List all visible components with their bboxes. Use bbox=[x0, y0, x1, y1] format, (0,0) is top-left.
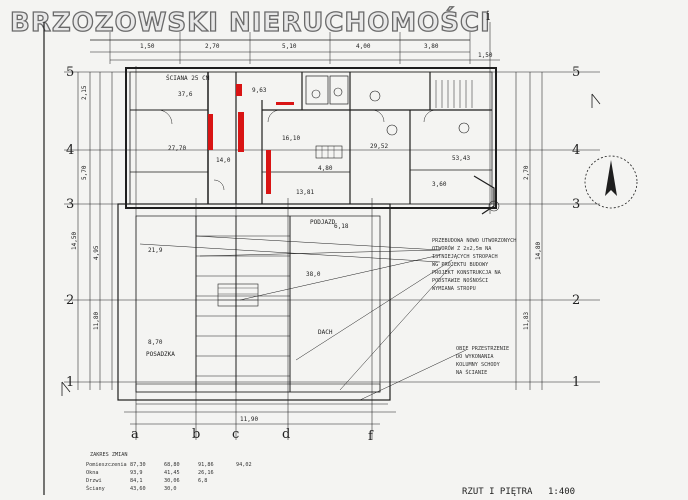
note-line: WG PROJEKTU BUDOWY bbox=[432, 262, 489, 268]
note-line: DO WYKONANIA bbox=[456, 354, 494, 360]
note-line: OBIE PRZESTRZENIE bbox=[456, 346, 509, 352]
room-area: 53,43 bbox=[452, 155, 470, 162]
legend-value: 26,16 bbox=[198, 470, 214, 476]
room-area: 21,9 bbox=[148, 247, 163, 254]
north-arrow-icon bbox=[584, 155, 638, 209]
legend-value: 30,0 bbox=[164, 486, 177, 492]
legend-value: 68,80 bbox=[164, 462, 180, 468]
dimension-top-5: 3,80 bbox=[424, 43, 439, 50]
room-area: 8,70 bbox=[148, 339, 163, 346]
legend-value: 93,9 bbox=[130, 470, 143, 476]
axis-row-right-3: 3 bbox=[572, 197, 580, 212]
room-area: 27,70 bbox=[168, 145, 186, 152]
legend-value: 87,30 bbox=[130, 462, 146, 468]
legend-value: 84,1 bbox=[130, 478, 143, 484]
room-area: 6,18 bbox=[334, 223, 349, 230]
drawing-title: RZUT I PIĘTRA bbox=[462, 487, 533, 497]
label-floor: POSADZKA bbox=[146, 351, 175, 358]
room-area: 14,0 bbox=[216, 157, 231, 164]
room-area: 29,52 bbox=[370, 143, 388, 150]
title-block: RZUT I PIĘTRA 1:400 bbox=[462, 487, 575, 497]
dimension-left-3: 4,95 bbox=[93, 245, 100, 260]
axis-row-left-2: 2 bbox=[66, 293, 74, 308]
label-roof: DACH bbox=[318, 329, 333, 336]
section-markers bbox=[61, 93, 601, 396]
note-line: PROJEKT KONSTRUKCJA NA bbox=[432, 270, 502, 276]
note-line: PRZEBUDOWA NOWO UTWORZONYCH bbox=[432, 238, 516, 244]
label-wall: ŚCIANA 25 CM bbox=[166, 75, 210, 82]
axis-col-a: a bbox=[131, 427, 139, 442]
dimension-right-2: 11,83 bbox=[523, 312, 530, 330]
legend-value: 30,06 bbox=[164, 478, 180, 484]
note-line: OTWORÓW Z 2x2,5m NA bbox=[432, 245, 492, 252]
room-area: 3,60 bbox=[432, 181, 447, 188]
legend-table: ZAKRES ZMIAN Pomieszczenia 87,30 68,80 9… bbox=[86, 452, 252, 492]
axis-col-top-i: i bbox=[486, 9, 490, 24]
note-line: KOLUMNY SCHODY bbox=[456, 362, 501, 368]
note-line: NA ŚCIANIE bbox=[456, 369, 487, 376]
dimension-bottom: 11,90 bbox=[240, 416, 258, 423]
label-driveway: PODJAZD bbox=[310, 219, 336, 226]
axis-row-left-5: 5 bbox=[66, 65, 74, 80]
axis-row-right-5: 5 bbox=[572, 65, 580, 80]
note-line: WYMIANA STROPU bbox=[432, 286, 476, 292]
note-line: ISTNIEJĄCYCH STROPACH bbox=[432, 254, 498, 260]
room-area-labels: 37,6 27,70 14,0 16,10 9,63 29,52 53,43 4… bbox=[148, 87, 470, 346]
room-area: 16,10 bbox=[282, 135, 300, 142]
dimension-left-4: 11,80 bbox=[93, 312, 100, 330]
axis-row-right-4: 4 bbox=[572, 143, 580, 158]
note-upper: PRZEBUDOWA NOWO UTWORZONYCH OTWORÓW Z 2x… bbox=[432, 238, 516, 292]
room-area: 37,6 bbox=[178, 91, 193, 98]
legend-row-label: Pomieszczenia bbox=[86, 462, 127, 468]
legend-value: 43,60 bbox=[130, 486, 146, 492]
drawing-scale: 1:400 bbox=[548, 487, 575, 497]
leader-lines bbox=[139, 235, 467, 401]
legend-row-label: Drzwi bbox=[86, 478, 102, 484]
lower-structure bbox=[117, 203, 396, 413]
legend-row-label: Okna bbox=[86, 470, 99, 476]
axis-row-left-1: 1 bbox=[66, 375, 74, 390]
legend-value: 94,02 bbox=[236, 462, 252, 468]
legend-value: 41,45 bbox=[164, 470, 180, 476]
dimension-left-1: 2,15 bbox=[81, 85, 88, 100]
room-area: 9,63 bbox=[252, 87, 267, 94]
note-line: PODSTAWIE NOŚNOŚCI bbox=[432, 277, 488, 284]
dimension-top-3: 5,10 bbox=[282, 43, 297, 50]
dimension-top-2: 2,70 bbox=[205, 43, 220, 50]
top-dimension-chain: 1,50 2,70 5,10 4,00 3,80 1,50 bbox=[90, 32, 500, 64]
dimension-top-4: 4,00 bbox=[356, 43, 371, 50]
room-area: 4,80 bbox=[318, 165, 333, 172]
axis-col-b: b bbox=[192, 427, 200, 442]
dimension-top-1: 1,50 bbox=[140, 43, 155, 50]
note-lower: OBIE PRZESTRZENIE DO WYKONANIA KOLUMNY S… bbox=[456, 346, 509, 376]
axis-col-c: c bbox=[232, 427, 239, 442]
room-area: 38,0 bbox=[306, 271, 321, 278]
dimension-top-6: 1,50 bbox=[478, 52, 493, 59]
legend-value: 91,86 bbox=[198, 462, 214, 468]
axis-row-right-2: 2 bbox=[572, 293, 580, 308]
dimension-right-3: 2,70 bbox=[523, 165, 530, 180]
legend-title: ZAKRES ZMIAN bbox=[90, 452, 127, 458]
axis-col-f: f bbox=[368, 429, 374, 444]
dimension-left-5: 14,50 bbox=[71, 232, 78, 250]
room-area: 13,81 bbox=[296, 189, 314, 196]
dimension-left-2: 5,70 bbox=[81, 165, 88, 180]
axis-row-left-3: 3 bbox=[66, 197, 74, 212]
legend-value: 6,8 bbox=[198, 478, 207, 484]
axis-row-right-1: 1 bbox=[572, 375, 580, 390]
axis-row-left-4: 4 bbox=[66, 143, 74, 158]
dimension-right-1: 14,80 bbox=[535, 242, 542, 260]
legend-row-label: Ściany bbox=[86, 485, 105, 492]
axis-grid bbox=[64, 22, 600, 440]
axis-col-d: d bbox=[282, 427, 290, 442]
new-walls-red bbox=[208, 84, 294, 194]
